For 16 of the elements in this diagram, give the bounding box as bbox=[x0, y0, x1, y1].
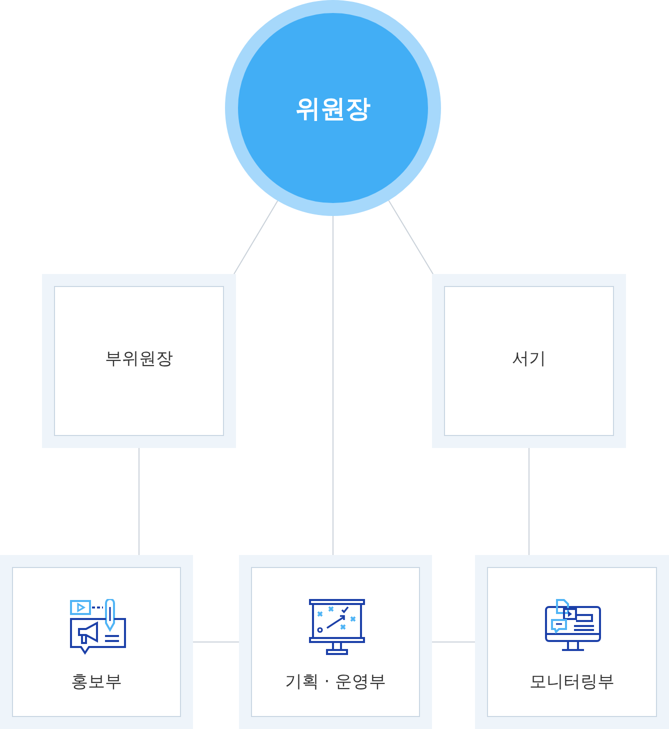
connector-line bbox=[138, 448, 140, 556]
department-name: 홍보부 bbox=[70, 671, 123, 693]
department-name: 서기 bbox=[511, 348, 547, 370]
connector-line bbox=[528, 448, 530, 556]
org-box bbox=[432, 274, 626, 448]
org-box bbox=[42, 274, 236, 448]
connector-line bbox=[388, 200, 434, 274]
department-name: 부위원장 bbox=[104, 348, 174, 370]
org-box bbox=[239, 555, 432, 729]
org-box bbox=[475, 555, 669, 729]
connector-line bbox=[332, 216, 334, 556]
chair-circle: 위원장 bbox=[225, 0, 441, 216]
org-box bbox=[0, 555, 193, 729]
connector-line bbox=[234, 200, 278, 274]
department-name: 모니터링부 bbox=[528, 671, 616, 693]
department-name: 기획 · 운영부 bbox=[284, 671, 388, 693]
